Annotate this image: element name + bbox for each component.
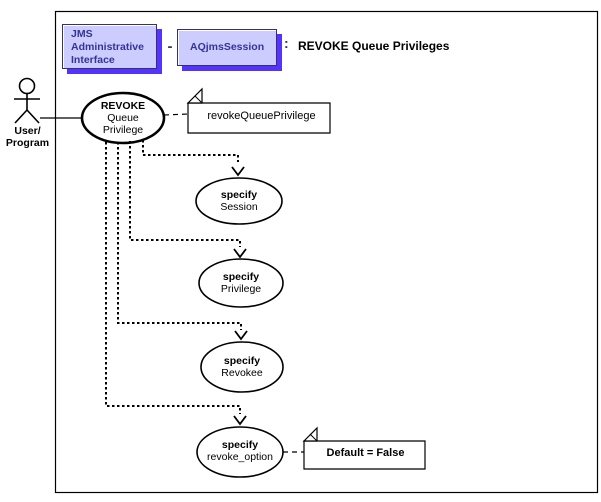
diagram-title: REVOKE Queue Privileges <box>298 39 450 53</box>
usecase-label-line: Session <box>220 200 258 213</box>
usecase-label-line: REVOKE <box>100 100 146 112</box>
include-connector-revoke-option <box>105 142 241 414</box>
actor-label-line: Program <box>5 137 50 149</box>
note-method-label: revokeQueuePrivilege <box>207 110 316 122</box>
class-box-label: AQjmsSession <box>190 41 265 53</box>
note-method <box>186 87 331 134</box>
usecase-session-label: specify Session <box>189 189 289 213</box>
usecase-label-line: specify <box>221 439 259 451</box>
usecase-label-line: specify <box>223 355 261 367</box>
usecase-label-line: Privilege <box>220 282 262 295</box>
interface-box: JMS Administrative Interface <box>62 24 157 69</box>
actor-icon <box>14 77 40 124</box>
usecase-label-line: specify <box>220 189 258 201</box>
include-connector-revokee <box>117 142 242 330</box>
arrowhead-privilege-icon <box>233 248 247 259</box>
usecase-label-line: revoke_option <box>207 450 273 463</box>
actor-label: User/ Program <box>1 125 54 149</box>
usecase-label-line: Revokee <box>221 366 263 379</box>
note-default-label: Default = False <box>326 447 405 459</box>
interface-box-line: Administrative <box>71 41 144 53</box>
note-default <box>302 426 426 470</box>
box-separator: - <box>167 38 173 55</box>
main-usecase-ellipse <box>80 91 166 145</box>
main-usecase-label: REVOKE Queue Privilege <box>73 100 173 136</box>
actor-label-line: User/ <box>14 125 41 137</box>
usecase-revokee-ellipse <box>200 341 284 393</box>
usecase-revoke-option-label: specify revoke_option <box>190 439 290 463</box>
interface-box-line: JMS <box>71 28 93 40</box>
arrowhead-session-icon <box>231 166 245 177</box>
usecase-privilege-label: specify Privilege <box>191 271 291 295</box>
usecase-label-line: Privilege <box>102 124 144 136</box>
usecase-privilege-ellipse <box>198 258 284 308</box>
class-box: AQjmsSession <box>177 29 277 66</box>
usecase-session-ellipse <box>195 177 283 225</box>
usecase-label-line: Queue <box>107 112 139 124</box>
arrowhead-revokee-icon <box>234 330 248 341</box>
header-colon: : <box>284 35 289 51</box>
arrowhead-revoke-option-icon <box>233 415 247 426</box>
usecase-label-line: specify <box>222 271 260 283</box>
include-connector-session <box>142 140 239 162</box>
usecase-revokee-label: specify Revokee <box>192 355 292 379</box>
diagram-frame <box>54 10 599 494</box>
note-connector-line-method <box>163 113 189 116</box>
interface-box-line: Interface <box>71 54 115 66</box>
include-connector-privilege <box>129 141 241 247</box>
